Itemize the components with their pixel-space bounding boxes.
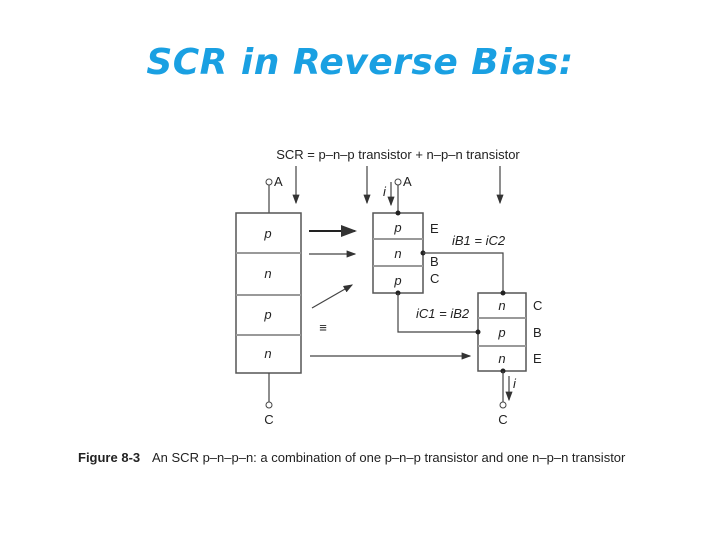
terminal-label: C xyxy=(430,271,439,286)
terminal-label: B xyxy=(430,254,439,269)
layer-label: n xyxy=(498,351,505,366)
npn-transistor: n p n C B E i C xyxy=(475,290,542,427)
slide-title: SCR in Reverse Bias: xyxy=(146,42,574,83)
layer-label: n xyxy=(264,266,271,281)
cathode-label: C xyxy=(498,412,507,427)
terminal-label: C xyxy=(533,298,542,313)
current-label: i xyxy=(513,376,517,391)
ic1-ib2-label: iC1 = iB2 xyxy=(416,306,470,321)
figure-label: Figure 8-3 xyxy=(78,450,140,465)
cathode-label: C xyxy=(264,412,273,427)
anode-label: A xyxy=(274,174,283,189)
layer-label: p xyxy=(263,226,271,241)
collector-connection xyxy=(397,293,478,333)
layer-label: p xyxy=(393,273,401,288)
equation-text: SCR = p–n–p transistor + n–p–n transisto… xyxy=(276,147,520,162)
arrow-icon xyxy=(311,284,354,309)
layer-label: n xyxy=(498,298,505,313)
terminal-label: E xyxy=(430,221,439,236)
figure-caption: An SCR p–n–p–n: a combination of one p–n… xyxy=(152,450,626,465)
scr-block: A p n p n C xyxy=(235,174,302,427)
layer-label: p xyxy=(497,325,505,340)
anode-label: A xyxy=(403,174,412,189)
terminal-label: B xyxy=(533,325,542,340)
ib1-ic2-label: iB1 = iC2 xyxy=(452,233,506,248)
pnp-transistor: A i p n p E B C xyxy=(372,174,439,296)
current-label: i xyxy=(383,184,387,199)
layer-label: n xyxy=(264,346,271,361)
layer-label: p xyxy=(263,307,271,322)
terminal-label: E xyxy=(533,351,542,366)
layer-label: n xyxy=(394,246,401,261)
layer-label: p xyxy=(393,220,401,235)
base-connection xyxy=(423,252,504,293)
equivalence-sign: ≡ xyxy=(319,320,327,335)
